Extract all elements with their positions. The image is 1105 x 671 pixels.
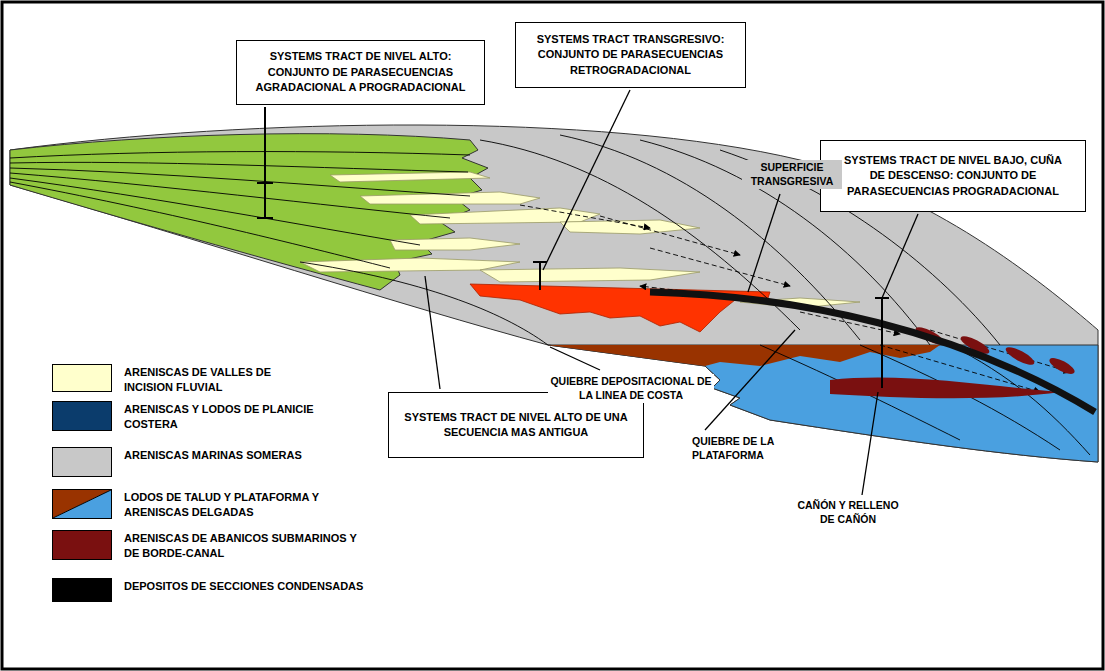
- legend-swatch: [52, 530, 112, 560]
- legend-swatch: [52, 489, 112, 519]
- marine-wedge: [10, 125, 1098, 462]
- feature-label: SUPERFICIE TRANSGRESIVA: [742, 160, 842, 189]
- leader-lines: [257, 90, 918, 495]
- condensed-section: [650, 292, 1095, 412]
- callout-box: SYSTEMS TRACT DE NIVEL BAJO, CUÑA DE DES…: [820, 140, 1086, 212]
- legend-swatch: [52, 447, 112, 477]
- legend-swatch: [52, 364, 112, 392]
- legend-swatch: [52, 401, 112, 431]
- legend-text: DEPOSITOS DE SECCIONES CONDENSADAS: [124, 579, 394, 594]
- progradation-arrows: [520, 205, 1070, 392]
- callout-text: SYSTEMS TRACT TRANSGRESIVO: CONJUNTO DE …: [524, 32, 737, 78]
- callout-text: SYSTEMS TRACT DE NIVEL BAJO, CUÑA DE DES…: [841, 153, 1065, 199]
- callout-text: SYSTEMS TRACT DE NIVEL ALTO DE UNA SECUE…: [399, 410, 633, 441]
- legend-text: ARENISCAS MARINAS SOMERAS: [124, 448, 364, 463]
- legend-swatch: [52, 578, 112, 602]
- callout-text: SYSTEMS TRACT DE NIVEL ALTO: CONJUNTO DE…: [245, 49, 476, 95]
- legend-text: ARENISCAS Y LODOS DE PLANICIE COSTERA: [124, 402, 314, 432]
- split-swatch: [53, 490, 111, 518]
- feature-label: QUIEBRE DE LA PLATAFORMA: [690, 434, 806, 463]
- callout-box: SYSTEMS TRACT DE NIVEL ALTO: CONJUNTO DE…: [236, 40, 485, 105]
- feature-label: QUIEBRE DEPOSITACIONAL DE LA LINEA DE CO…: [548, 374, 714, 403]
- legend-text: ARENISCAS DE VALLES DE INCISION FLUVIAL: [124, 365, 314, 395]
- legend-text: LODOS DE TALUD Y PLATAFORMA Y ARENISCAS …: [124, 490, 354, 520]
- legend-text: ARENISCAS DE ABANICOS SUBMARINOS Y DE BO…: [124, 531, 364, 561]
- callout-box: SYSTEMS TRACT TRANSGRESIVO: CONJUNTO DE …: [515, 22, 746, 88]
- feature-label: CAÑÓN Y RELLENO DE CAÑÓN: [790, 498, 906, 527]
- submarine-fans: [830, 324, 1077, 398]
